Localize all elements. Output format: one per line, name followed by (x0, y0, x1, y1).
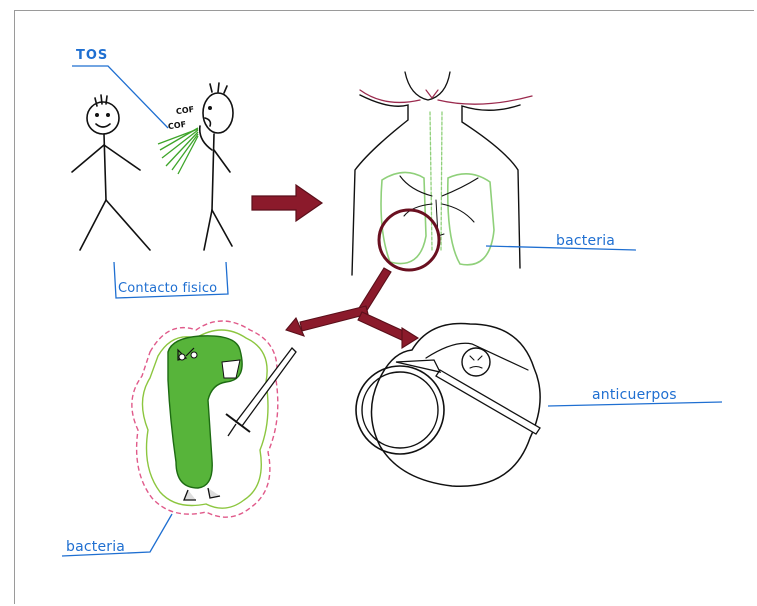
lung-magnify-circle (379, 210, 439, 270)
bacteria-character (132, 321, 278, 517)
contacto-fisico-label: Contacto fisico (118, 281, 217, 296)
antibody-cell (356, 324, 540, 487)
transmission-arrow (252, 185, 322, 221)
cough-spray (158, 128, 198, 174)
anticuerpos-label: anticuerpos (592, 387, 677, 403)
fork-arrow (286, 268, 418, 348)
person-healthy (72, 95, 150, 250)
person-coughing (200, 83, 233, 250)
bacteria-lung-label: bacteria (556, 233, 615, 249)
bacteria-bottom-label: bacteria (66, 539, 125, 555)
tos-label: TOS (76, 48, 108, 63)
